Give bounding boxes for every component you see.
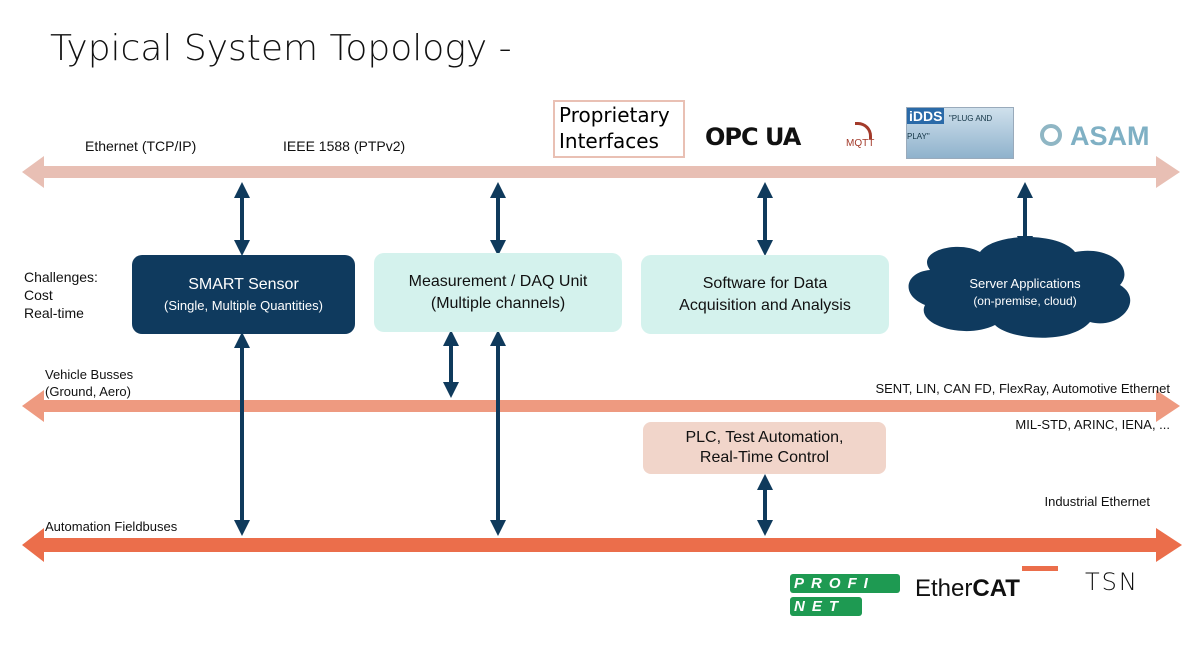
mqtt-logo: MQTT (846, 138, 875, 149)
page-title: Typical System Topology - (50, 28, 512, 69)
vehicle-busses-label: Vehicle Busses (Ground, Aero) (45, 366, 133, 400)
ethercat-logo: EtherCAT (915, 575, 1020, 603)
smart-sensor-box: SMART Sensor (Single, Multiple Quantitie… (132, 255, 355, 334)
profinet-text2: NET (790, 597, 862, 616)
avionics-protocols: MIL-STD, ARINC, IENA, ... (1015, 417, 1170, 432)
vehicle-line2: (Ground, Aero) (45, 384, 131, 399)
profinet-logo: PROFI NET (790, 574, 900, 616)
software-box: Software for Data Acquisition and Analys… (641, 255, 889, 334)
plc-line2: Real-Time Control (699, 449, 830, 466)
software-line1: Software for Data (702, 274, 828, 292)
challenges-line2: Cost (24, 287, 53, 303)
fieldbus-label: Automation Fieldbuses (45, 519, 178, 534)
proprietary-line2: Interfaces (559, 129, 659, 153)
smart-sensor-title: SMART Sensor (188, 276, 299, 293)
ethernet-label: Ethernet (TCP/IP) (85, 138, 197, 154)
server-line1: Server Applications (969, 276, 1081, 291)
daq-subtitle: (Multiple channels) (430, 294, 566, 312)
opcua-logo: OPC UA (705, 123, 801, 151)
server-cloud (908, 237, 1131, 338)
vehicle-protocols: SENT, LIN, CAN FD, FlexRay, Automotive E… (875, 381, 1170, 396)
smart-sensor-subtitle: (Single, Multiple Quantities) (164, 298, 323, 313)
idds-logo: iDDS "PLUG AND PLAY" (906, 107, 1014, 159)
ptp-label: IEEE 1588 (PTPv2) (283, 138, 406, 154)
idds-text: iDDS (907, 108, 945, 124)
daq-title: Measurement / DAQ Unit (408, 272, 588, 290)
challenges-line3: Real-time (24, 305, 84, 321)
proprietary-line1: Proprietary (559, 103, 670, 127)
ethercat-text2: CAT (972, 575, 1020, 602)
tsn-logo: TSN (1085, 568, 1139, 596)
software-line2: Acquisition and Analysis (679, 296, 851, 314)
proprietary-interfaces-box: Proprietary Interfaces (553, 100, 685, 158)
vehicle-line1: Vehicle Busses (45, 367, 134, 382)
industrial-ethernet-label: Industrial Ethernet (1044, 494, 1150, 509)
vehicle-bus-arrow (22, 390, 1180, 422)
server-line2: (on-premise, cloud) (973, 294, 1077, 308)
mqtt-signal-icon (855, 122, 872, 139)
profinet-text1: PROFI (790, 574, 900, 593)
top-bus-arrow (22, 156, 1180, 188)
server-applications: Server Applications (on-premise, cloud) (935, 262, 1115, 322)
ethercat-arrow-icon (1022, 566, 1058, 571)
plc-line1: PLC, Test Automation, (685, 429, 844, 446)
ethercat-text1: Ether (915, 575, 973, 602)
asam-emblem-icon (1040, 124, 1062, 146)
fieldbus-arrow (22, 528, 1182, 562)
daq-unit-box: Measurement / DAQ Unit (Multiple channel… (374, 253, 622, 332)
challenges-line1: Challenges: (24, 269, 98, 285)
asam-logo: ASAM (1070, 121, 1150, 151)
idds-tag: "PLUG AND PLAY" (907, 114, 993, 141)
plc-box: PLC, Test Automation, Real-Time Control (643, 422, 886, 474)
challenges-label: Challenges: Cost Real-time (24, 268, 98, 322)
